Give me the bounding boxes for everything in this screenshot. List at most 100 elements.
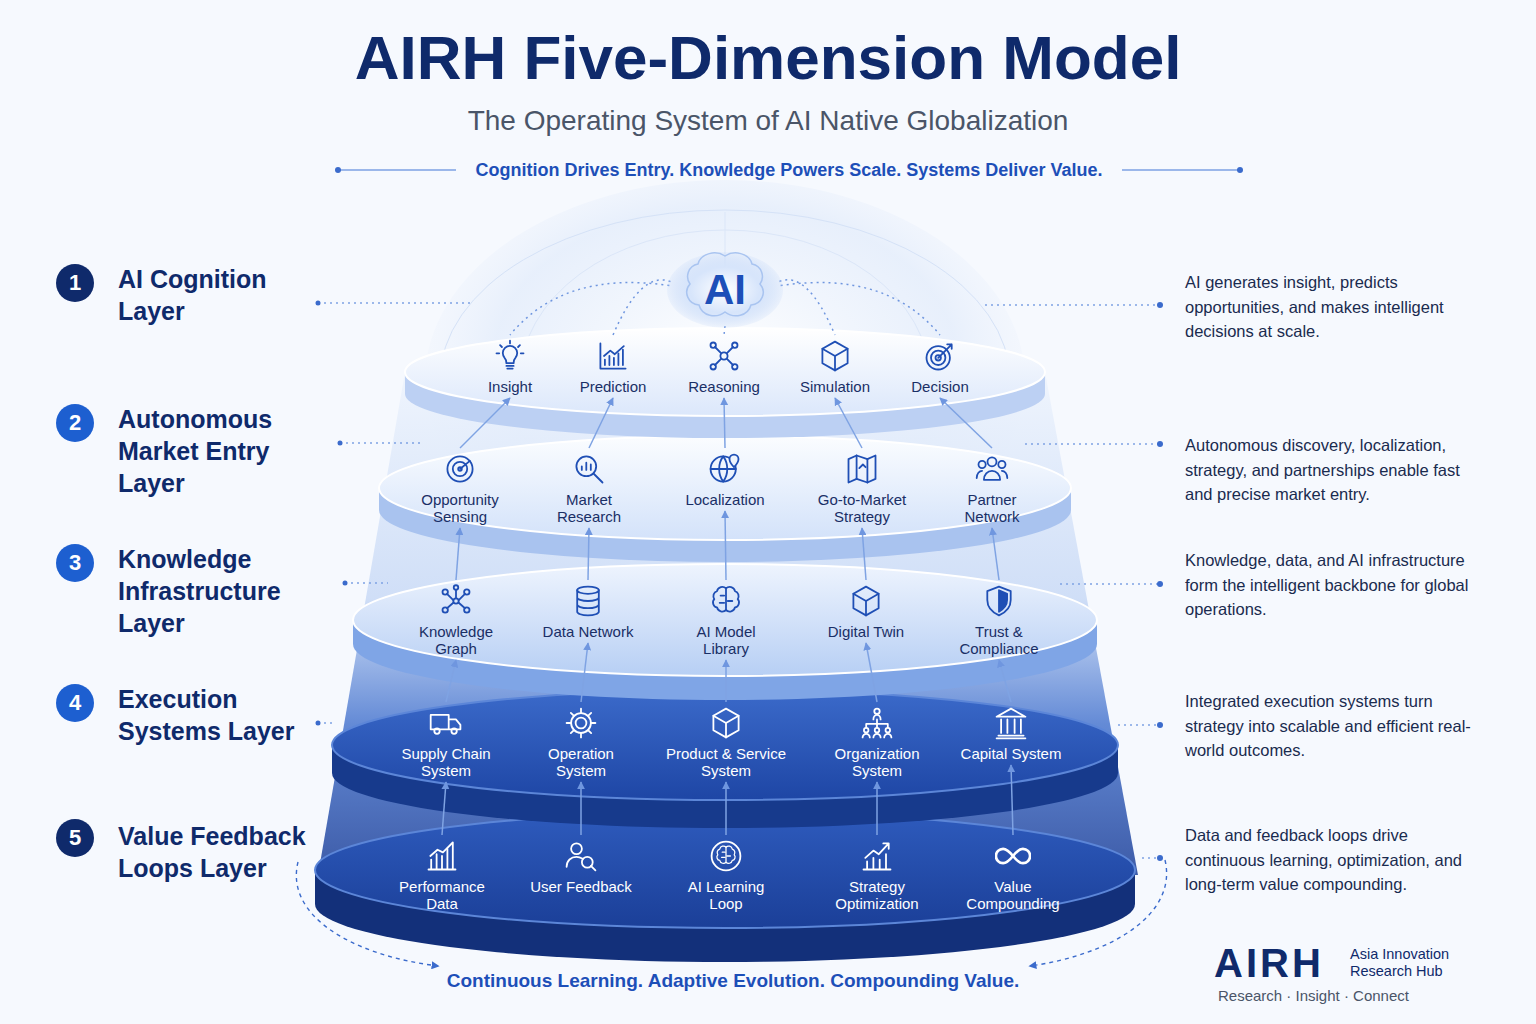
connector xyxy=(876,782,878,835)
tagline-rule xyxy=(1122,169,1240,171)
leader-dots xyxy=(316,301,1164,862)
globe xyxy=(425,180,1025,580)
item-label: Digital Twin xyxy=(812,623,920,640)
connector xyxy=(613,280,671,335)
tagline-wrap: Cognition Drives Entry. Knowledge Powers… xyxy=(0,158,1536,182)
item-icon xyxy=(859,838,895,874)
layer-desc-wrap: Autonomous discovery, localization, stra… xyxy=(1185,433,1485,507)
layer-description: Autonomous discovery, localization, stra… xyxy=(1185,433,1485,507)
tagline-dot xyxy=(335,167,341,173)
item-icon xyxy=(708,838,744,874)
layer-item: Digital Twin xyxy=(812,583,920,640)
item-icon xyxy=(442,451,478,487)
connector xyxy=(510,283,669,335)
item-label: Knowledge Graph xyxy=(402,623,510,657)
item-icon xyxy=(848,583,884,619)
ai-label: AI xyxy=(665,250,785,330)
layer-item: Trust & Compliance xyxy=(945,583,1053,657)
subtitle-wrap: The Operating System of AI Native Global… xyxy=(0,104,1536,138)
item-icon xyxy=(563,705,599,741)
connector xyxy=(835,398,862,448)
logo-mark-wrap: AIRH xyxy=(1214,940,1324,986)
layer-item: Simulation xyxy=(781,338,889,395)
stack-body xyxy=(318,372,1138,875)
tagline-dot xyxy=(1237,167,1243,173)
callout-number: 4 xyxy=(56,684,94,722)
layer-item: Product & Service System xyxy=(651,705,801,779)
connector xyxy=(446,660,456,702)
layer-item: Localization xyxy=(671,451,779,508)
layer-item: AI Learning Loop xyxy=(672,838,780,912)
logo-mark: AIRH xyxy=(1214,940,1324,986)
item-icon xyxy=(428,705,464,741)
connector xyxy=(581,643,588,702)
connector xyxy=(940,398,992,448)
item-icon xyxy=(817,338,853,374)
item-icon xyxy=(595,338,631,374)
item-label: Value Compounding xyxy=(959,878,1067,912)
callout-number: 5 xyxy=(56,819,94,857)
callout-wrap: 1 xyxy=(56,264,94,302)
item-icon xyxy=(708,705,744,741)
callout-wrap: 4 xyxy=(56,684,94,722)
connector xyxy=(456,528,460,580)
layer-item: Opportunity Sensing xyxy=(406,451,514,525)
layer-desc-wrap: Data and feedback loops drive continuous… xyxy=(1185,823,1485,897)
layer-item: Supply Chain System xyxy=(392,705,500,779)
layer-heading: Autonomous Market Entry Layer xyxy=(118,403,343,499)
layer-description: Knowledge, data, and AI infrastructure f… xyxy=(1185,548,1485,622)
callout-wrap: 5 xyxy=(56,819,94,857)
title-wrap: AIRH Five-Dimension Model xyxy=(0,22,1536,94)
layer-item: Partner Network xyxy=(938,451,1046,525)
connector xyxy=(992,528,999,580)
connector xyxy=(725,782,727,835)
item-icon xyxy=(563,838,599,874)
layer-heading-wrap: Execution Systems Layer xyxy=(118,683,318,747)
item-icon xyxy=(859,705,895,741)
item-label: Trust & Compliance xyxy=(945,623,1053,657)
item-label: Operation System xyxy=(527,745,635,779)
layer-desc-wrap: AI generates insight, predicts opportuni… xyxy=(1185,270,1485,344)
item-icon xyxy=(492,338,528,374)
item-label: Supply Chain System xyxy=(392,745,500,779)
connector xyxy=(862,528,866,580)
logo-slogan: Research · Insight · Connect xyxy=(1218,986,1409,1006)
layer-item: User Feedback xyxy=(527,838,635,895)
logo-name-wrap: Asia Innovation Research Hub xyxy=(1350,946,1480,980)
layer-description: AI generates insight, predicts opportuni… xyxy=(1185,270,1485,344)
callout-number: 1 xyxy=(56,264,94,302)
connector xyxy=(725,511,726,580)
item-icon xyxy=(424,838,460,874)
connector xyxy=(589,398,613,448)
connector xyxy=(460,398,510,448)
layer-item: Reasoning xyxy=(670,338,778,395)
layer-item: Operation System xyxy=(527,705,635,779)
item-icon xyxy=(995,838,1031,874)
layer-description: Integrated execution systems turn strate… xyxy=(1185,689,1485,763)
layer-item: Strategy Optimization xyxy=(823,838,931,912)
layer-item: Prediction xyxy=(559,338,667,395)
subtitle: The Operating System of AI Native Global… xyxy=(0,104,1536,138)
item-icon xyxy=(570,583,606,619)
item-label: Opportunity Sensing xyxy=(406,491,514,525)
logo-slogan-wrap: Research · Insight · Connect xyxy=(1218,986,1409,1006)
logo-name: Asia Innovation Research Hub xyxy=(1350,946,1480,980)
callout-wrap: 3 xyxy=(56,544,94,582)
title: AIRH Five-Dimension Model xyxy=(0,22,1536,94)
item-icon xyxy=(571,451,607,487)
item-label: AI Model Library xyxy=(672,623,780,657)
item-icon xyxy=(706,338,742,374)
connector xyxy=(580,782,582,835)
connector xyxy=(781,283,940,335)
layer-heading: Execution Systems Layer xyxy=(118,683,318,747)
tagline: Cognition Drives Entry. Knowledge Powers… xyxy=(476,158,1103,182)
